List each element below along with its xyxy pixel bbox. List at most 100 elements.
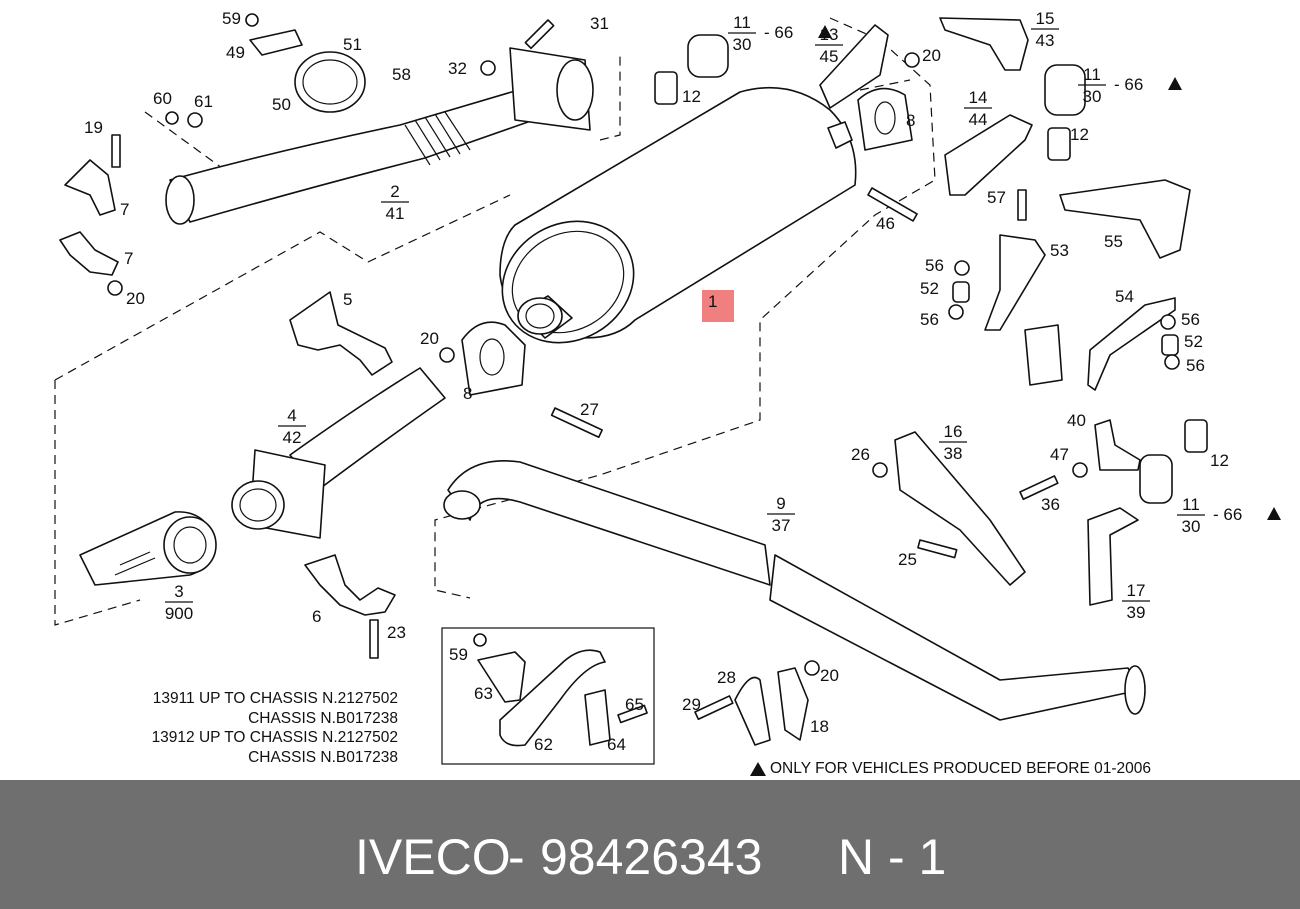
fraction-bottom: 39 xyxy=(1127,603,1146,622)
rubber-hanger-11-top-part[interactable] xyxy=(687,34,729,78)
rubber-hanger-11-lower-part[interactable] xyxy=(1139,454,1173,504)
callout-c18: 18 xyxy=(810,717,829,736)
clamp-5-part[interactable] xyxy=(289,291,393,376)
bracket-15-part[interactable] xyxy=(939,17,1029,71)
callout-c49: 49 xyxy=(226,43,245,62)
fraction-f9: 937 xyxy=(767,494,795,535)
clamp-18-28-parts[interactable] xyxy=(734,667,809,746)
clamp-7-upper-part[interactable] xyxy=(64,159,116,216)
bracket-49-part[interactable] xyxy=(249,29,303,56)
rubber-mount-8b-part[interactable] xyxy=(857,87,913,151)
legend-note: ONLY FOR VEHICLES PRODUCED BEFORE 01-200… xyxy=(770,760,1151,777)
callout-c20b: 20 xyxy=(922,46,941,65)
fraction-suffix: - 66 xyxy=(1114,75,1143,94)
fraction-top: 11 xyxy=(733,13,751,32)
callout-c51: 51 xyxy=(343,35,362,54)
callout-c52a: 52 xyxy=(920,279,939,298)
fraction-top: 15 xyxy=(1036,9,1055,28)
callout-c60: 60 xyxy=(153,89,172,108)
callout-c6: 6 xyxy=(312,607,321,626)
clip-12-parts[interactable] xyxy=(654,71,1208,453)
fraction-bottom: 41 xyxy=(386,204,405,223)
muffler-part[interactable] xyxy=(480,86,857,366)
chassis-note-line-2: CHASSIS N.B017238 xyxy=(248,710,398,727)
fraction-top: 3 xyxy=(174,582,183,601)
footer-part-number: 98426343 xyxy=(540,829,762,885)
callout-c26: 26 xyxy=(851,445,870,464)
callout-c52b: 52 xyxy=(1184,332,1203,351)
fraction-suffix: - 66 xyxy=(1213,505,1242,524)
fraction-top: 17 xyxy=(1127,581,1146,600)
legend-triangle-icon xyxy=(1267,507,1281,520)
callout-c31: 31 xyxy=(590,14,609,33)
callout-c56b: 56 xyxy=(920,310,939,329)
callout-c56a: 56 xyxy=(925,256,944,275)
callout-c58: 58 xyxy=(392,65,411,84)
bracket-13-part[interactable] xyxy=(819,24,889,109)
fraction-bottom: 42 xyxy=(283,428,302,447)
fraction-top: 11 xyxy=(1182,495,1200,514)
callout-c36: 36 xyxy=(1041,495,1060,514)
chassis-note-line-4: CHASSIS N.B017238 xyxy=(248,749,398,766)
fraction-f4: 442 xyxy=(278,406,306,447)
inset-box xyxy=(441,627,655,765)
footer-bar: IVECO - 98426343 N - 1 xyxy=(0,780,1300,909)
callout-c56c: 56 xyxy=(1181,310,1200,329)
fraction-labels: 2411444163844293739001739134515431130- 6… xyxy=(165,9,1281,623)
callout-c61: 61 xyxy=(194,92,213,111)
callout-c20a: 20 xyxy=(126,289,145,308)
callout-c25: 25 xyxy=(898,550,917,569)
fraction-bottom: 44 xyxy=(969,110,988,129)
clamp-6-part[interactable] xyxy=(304,554,396,616)
bracket-40-part[interactable] xyxy=(1094,419,1141,471)
callout-c57: 57 xyxy=(987,188,1006,207)
callout-c28: 28 xyxy=(717,668,736,687)
clamp-50-part[interactable] xyxy=(294,51,366,113)
fraction-bottom: 38 xyxy=(944,444,963,463)
fraction-bottom: 37 xyxy=(772,516,791,535)
callout-c1: 1 xyxy=(708,292,717,311)
callout-c20d: 20 xyxy=(820,666,839,685)
intermediate-pipe-part[interactable] xyxy=(231,367,446,539)
fraction-bottom: 30 xyxy=(1182,517,1201,536)
callout-c12b: 12 xyxy=(1070,125,1089,144)
callout-c12c: 12 xyxy=(1210,451,1229,470)
legend-triangle-icon xyxy=(750,762,766,776)
bracket-14-part[interactable] xyxy=(944,114,1033,196)
clamp-7-lower-part[interactable] xyxy=(59,231,119,276)
callout-c20c: 20 xyxy=(420,329,439,348)
chassis-note-line-1: 13911 UP TO CHASSIS N.2127502 xyxy=(153,690,398,707)
callout-c27: 27 xyxy=(580,400,599,419)
callout-c29: 29 xyxy=(682,695,701,714)
callout-c5: 5 xyxy=(343,290,352,309)
rubber-block-part[interactable] xyxy=(1024,324,1063,386)
fraction-top: 4 xyxy=(287,406,296,425)
bracket-55-part[interactable] xyxy=(1059,179,1191,259)
legend-triangle-icon xyxy=(1168,77,1182,90)
front-pipe-part[interactable] xyxy=(165,47,594,225)
callout-c7a: 7 xyxy=(120,200,129,219)
bracket-17-part[interactable] xyxy=(1087,507,1139,606)
tail-pipe-part[interactable] xyxy=(443,460,1146,721)
fraction-top: 2 xyxy=(390,182,399,201)
legend-triangle-icon xyxy=(818,25,832,38)
fraction-f11c: 11 30 - 66 xyxy=(1177,495,1281,536)
part-1-highlight xyxy=(702,290,734,322)
bracket-54-part[interactable] xyxy=(1087,297,1176,391)
bracket-53-part[interactable] xyxy=(984,234,1046,331)
footer-position: N - 1 xyxy=(838,829,946,885)
callout-c19: 19 xyxy=(84,118,103,137)
flex-joint-part[interactable] xyxy=(79,511,217,586)
callout-c64: 64 xyxy=(607,735,626,754)
rubber-mount-8-part[interactable] xyxy=(461,321,526,396)
bracket-16-part[interactable] xyxy=(894,431,1026,586)
exhaust-system-parts-diagram: 5949515850313260611977201220846125755535… xyxy=(54,9,1281,777)
rubber-hanger-11-right-part[interactable] xyxy=(1044,64,1086,116)
fraction-f2: 241 xyxy=(381,182,409,223)
footer-separator: - xyxy=(508,829,525,885)
